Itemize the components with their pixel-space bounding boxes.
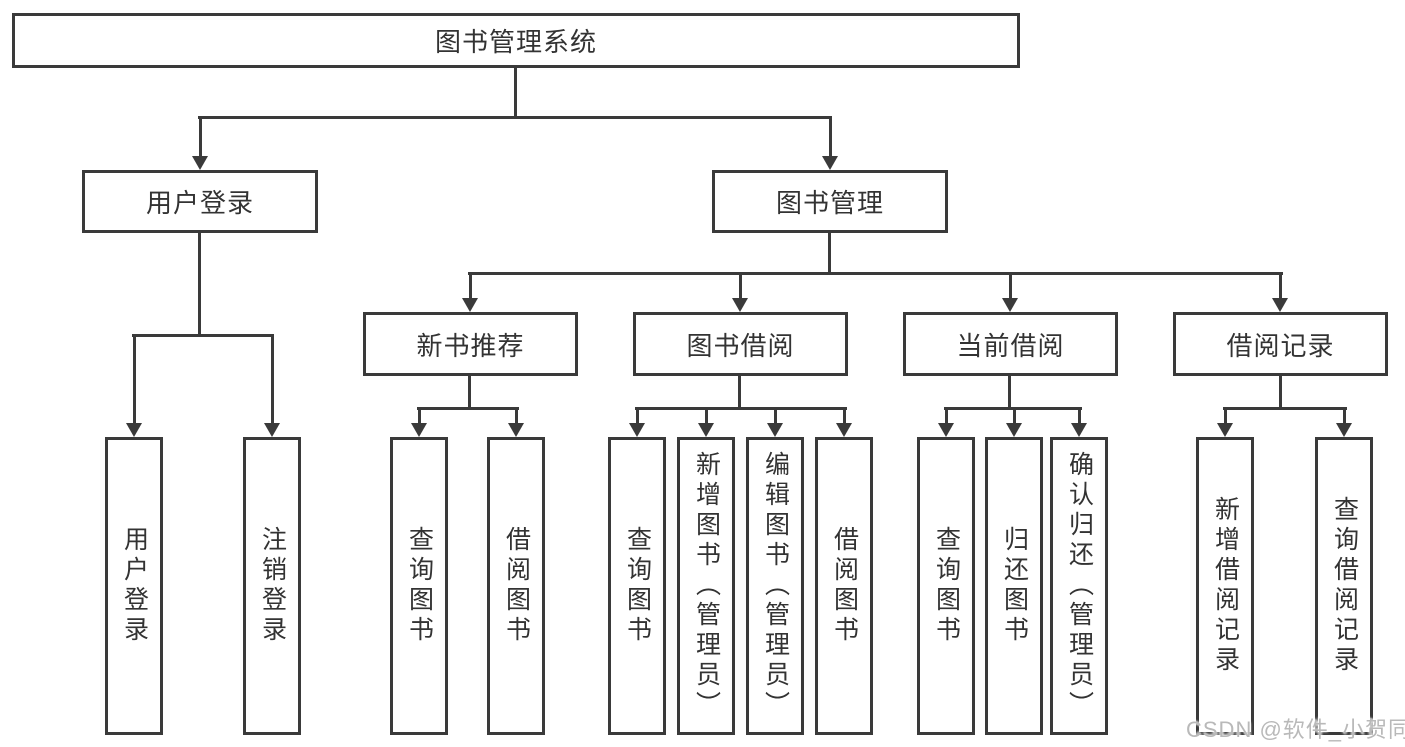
node-library-system: 图书管理系统 xyxy=(12,13,1020,68)
node-book-management-label: 图书管理 xyxy=(775,188,884,218)
leaf-add-borrow-record-label: 新增借阅记录 xyxy=(1211,496,1240,676)
arrow-down-to-leaf-confirm-return xyxy=(1071,407,1087,437)
node-library-system-label: 图书管理系统 xyxy=(434,27,597,57)
arrow-down-to-leaf-query-books-2 xyxy=(629,407,645,437)
node-user-login-label: 用户登录 xyxy=(145,188,254,218)
arrow-down-to-book-management xyxy=(822,116,838,170)
leaf-query-borrow-record-label: 查询借阅记录 xyxy=(1330,496,1359,676)
leaf-borrow-books-2-label: 借阅图书 xyxy=(830,526,859,646)
leaf-add-book-admin-label: 新增图书（管理员） xyxy=(692,451,721,721)
connector-new-book-recommend-stub xyxy=(468,376,471,410)
connector-root-split xyxy=(198,116,832,119)
node-borrowing-records-label: 借阅记录 xyxy=(1226,330,1335,361)
connector-user-login-split xyxy=(132,334,274,337)
leaf-borrow-books-1-label: 借阅图书 xyxy=(502,526,531,646)
arrow-down-to-leaf-user-login xyxy=(126,334,142,437)
node-book-borrowing: 图书借阅 xyxy=(633,312,848,376)
connector-new-book-recommend-split xyxy=(417,407,519,410)
leaf-borrow-books-2: 借阅图书 xyxy=(815,437,873,735)
connector-borrowing-records-split xyxy=(1223,407,1347,410)
connector-borrowing-records-stub xyxy=(1279,376,1282,410)
leaf-query-books-3-label: 查询图书 xyxy=(932,526,961,646)
arrow-down-to-leaf-query-books-1 xyxy=(411,407,427,437)
node-user-login: 用户登录 xyxy=(82,170,318,233)
connector-current-borrowing-stub xyxy=(1008,376,1011,410)
leaf-return-books-label: 归还图书 xyxy=(1000,526,1029,646)
leaf-logout: 注销登录 xyxy=(243,437,301,735)
connector-user-login-stub xyxy=(198,233,201,337)
node-new-book-recommend-label: 新书推荐 xyxy=(416,330,525,361)
node-borrowing-records: 借阅记录 xyxy=(1173,312,1388,376)
leaf-borrow-books-1: 借阅图书 xyxy=(487,437,545,735)
connector-book-borrowing-stub xyxy=(738,376,741,410)
arrow-down-to-leaf-logout xyxy=(264,334,280,437)
node-current-borrowing: 当前借阅 xyxy=(903,312,1118,376)
node-book-borrowing-label: 图书借阅 xyxy=(686,330,795,361)
leaf-query-books-3: 查询图书 xyxy=(917,437,975,735)
leaf-edit-book-admin: 编辑图书（管理员） xyxy=(746,437,804,735)
leaf-query-books-2-label: 查询图书 xyxy=(623,526,652,646)
leaf-user-login-label: 用户登录 xyxy=(120,526,149,646)
leaf-return-books: 归还图书 xyxy=(985,437,1043,735)
arrow-down-to-new-book-recommend xyxy=(462,272,478,312)
arrow-down-to-borrowing-records xyxy=(1272,272,1288,312)
connector-root-stub xyxy=(514,68,517,118)
arrow-down-to-leaf-add-book xyxy=(698,407,714,437)
leaf-edit-book-admin-label: 编辑图书（管理员） xyxy=(761,451,790,721)
arrow-down-to-leaf-borrow-books-1 xyxy=(508,407,524,437)
connector-book-management-stub xyxy=(828,233,831,275)
arrow-down-to-leaf-query-books-3 xyxy=(938,407,954,437)
arrow-down-to-leaf-borrow-books-2 xyxy=(836,407,852,437)
leaf-logout-label: 注销登录 xyxy=(258,526,287,646)
arrow-down-to-leaf-query-borrow-record xyxy=(1336,407,1352,437)
arrow-down-to-current-borrowing xyxy=(1002,272,1018,312)
arrow-down-to-leaf-return-books xyxy=(1006,407,1022,437)
watermark: CSDN @软件_小贺同学 xyxy=(1186,717,1405,742)
arrow-down-to-book-borrowing xyxy=(732,272,748,312)
arrow-down-to-leaf-add-borrow-record xyxy=(1217,407,1233,437)
leaf-add-borrow-record: 新增借阅记录 xyxy=(1196,437,1254,735)
leaf-query-books-1-label: 查询图书 xyxy=(405,526,434,646)
connector-book-management-split xyxy=(468,272,1283,275)
leaf-query-borrow-record: 查询借阅记录 xyxy=(1315,437,1373,735)
connector-book-borrowing-split xyxy=(635,407,847,410)
leaf-user-login: 用户登录 xyxy=(105,437,163,735)
node-current-borrowing-label: 当前借阅 xyxy=(956,330,1065,361)
leaf-confirm-return-admin: 确认归还（管理员） xyxy=(1050,437,1108,735)
node-book-management: 图书管理 xyxy=(712,170,948,233)
leaf-query-books-1: 查询图书 xyxy=(390,437,448,735)
leaf-add-book-admin: 新增图书（管理员） xyxy=(677,437,735,735)
leaf-query-books-2: 查询图书 xyxy=(608,437,666,735)
leaf-confirm-return-admin-label: 确认归还（管理员） xyxy=(1065,451,1094,721)
arrow-down-to-user-login xyxy=(192,116,208,170)
node-new-book-recommend: 新书推荐 xyxy=(363,312,578,376)
arrow-down-to-leaf-edit-book xyxy=(767,407,783,437)
